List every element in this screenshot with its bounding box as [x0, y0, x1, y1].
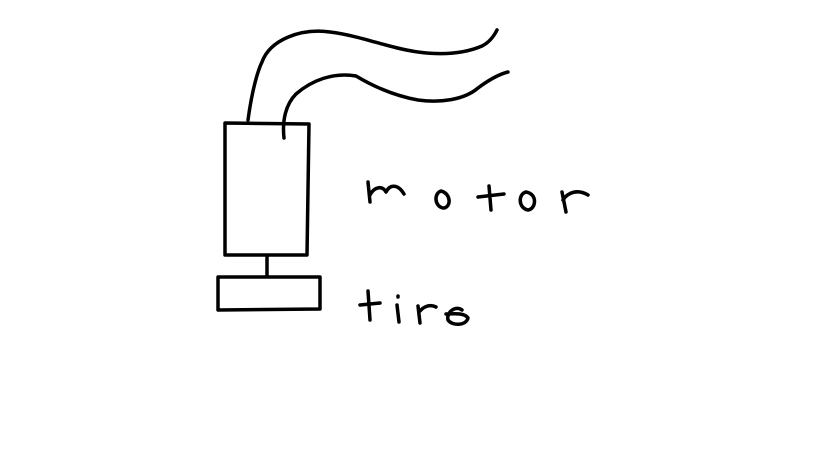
wire-upper	[246, 28, 499, 122]
wire-lower	[281, 70, 510, 140]
tire-letter-i	[395, 294, 401, 324]
tire-body	[216, 275, 322, 312]
motor-letter-t	[476, 184, 506, 212]
motor-letter-o1	[434, 189, 451, 210]
motor-label	[366, 180, 590, 214]
motor-letter-o2	[518, 190, 537, 212]
motor-letter-m	[366, 180, 406, 204]
tire-label	[358, 289, 470, 326]
motor-body	[223, 121, 311, 257]
tire-letter-e	[444, 306, 470, 326]
motor-letter-r	[560, 190, 590, 214]
tire-letter-r	[416, 303, 438, 325]
tire-letter-t	[358, 289, 382, 322]
